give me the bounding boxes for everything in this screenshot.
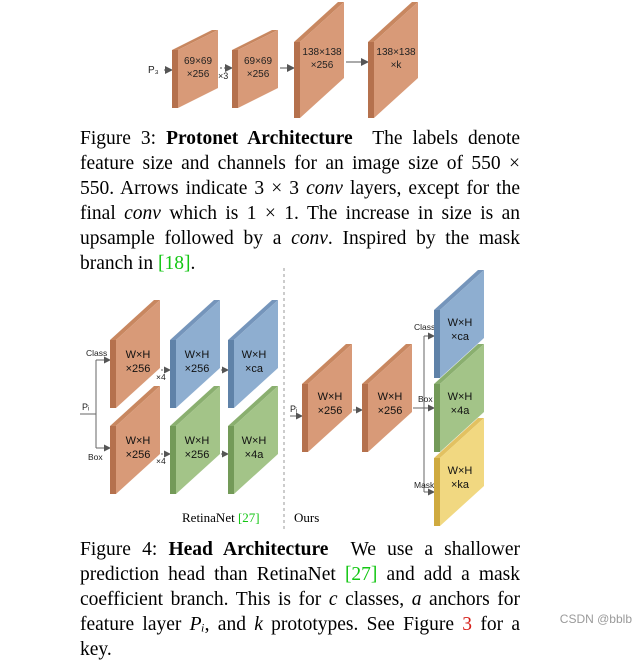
ours-box-output: W×H ×4a (434, 344, 484, 452)
ours-mask-output-channels: ×ka (451, 479, 470, 491)
retinanet-box-block-2: W×H ×256 (170, 386, 220, 494)
ours-class-output: W×H ×ca (434, 270, 484, 378)
retinanet-box-block-2-channels: ×256 (185, 449, 210, 461)
retinanet-class-block-1: W×H ×256 (110, 300, 160, 408)
figure-3-number: Figure 3: (80, 128, 157, 149)
retinanet-class-output-channels: ×ca (245, 363, 264, 375)
protonet-block-2-channels: ×256 (247, 69, 270, 80)
ours-class-label: Class (414, 322, 435, 332)
figure-4-var-c: c (328, 589, 338, 610)
figure-4-var-k: k (254, 614, 263, 635)
watermark: CSDN @bblb (559, 612, 632, 626)
figure-4-var-pi: Pᵢ (189, 614, 205, 635)
protonet-block-4-channels: ×k (391, 60, 403, 71)
ours-mask-output-size: W×H (448, 465, 473, 477)
figure-4-text-2: and add a mask coefficient branch. This … (80, 564, 520, 610)
figure-4-text-5: , and (204, 614, 255, 635)
ours-mask-output: W×H ×ka (434, 418, 484, 526)
protonet-block-4-size: 138×138 (376, 47, 416, 58)
retinanet-class-label: Class (86, 348, 107, 358)
figure-4-text-4: anchors for feature layer (80, 589, 520, 635)
figure-4-title: Head Architecture (168, 539, 329, 560)
protonet-repeat-label: ×3 (218, 71, 228, 81)
head-architecture-diagram: Pᵢ Class Box W×H ×256 ×4 W×H ×256 (80, 268, 484, 530)
protonet-block-1: 69×69 ×256 (172, 30, 218, 108)
protonet-block-3-size: 138×138 (302, 47, 342, 58)
retinanet-repeat-bottom: ×4 (156, 456, 166, 466)
protonet-block-2: 69×69 ×256 (232, 30, 278, 108)
retinanet-box-output-channels: ×4a (245, 449, 265, 461)
retinanet-class-block-1-size: W×H (126, 349, 151, 361)
retinanet-repeat-top: ×4 (156, 372, 166, 382)
retinanet-class-block-2-size: W×H (185, 349, 210, 361)
ours-class-output-size: W×H (448, 317, 473, 329)
figure-4-number: Figure 4: (80, 539, 158, 560)
retinanet-class-block-2: W×H ×256 (170, 300, 220, 408)
figure-3-conv-1: conv (306, 178, 343, 199)
figure-3-citation-link[interactable]: [18] (157, 253, 191, 274)
ours-head: Pᵢ W×H ×256 W×H ×256 Class Box Mask (290, 270, 484, 526)
figure-4-caption: Figure 4: Head Architecture We use a sha… (80, 537, 520, 662)
ours-subcaption: Ours (294, 510, 319, 525)
retinanet-class-block-2-channels: ×256 (185, 363, 210, 375)
figure-3-text-5: . (190, 253, 196, 274)
retinanet-class-output: W×H ×ca (228, 300, 278, 408)
figure-3-text-1: The labels denote feature size and chann… (80, 128, 521, 199)
figure-4-text-6: prototypes. See Figure (262, 614, 463, 635)
retinanet-box-block-1-size: W×H (126, 435, 151, 447)
figure-4-xref-link[interactable]: 3 (462, 614, 473, 635)
protonet-block-3: 138×138 ×256 (294, 2, 344, 118)
protonet-block-1-channels: ×256 (187, 69, 210, 80)
ours-shared-block-1-size: W×H (318, 391, 343, 403)
figure-3-conv-3: conv (291, 228, 328, 249)
protonet-block-3-channels: ×256 (311, 60, 334, 71)
ours-mask-label: Mask (414, 480, 435, 490)
retinanet-input-label: Pᵢ (82, 402, 89, 412)
ours-input-label: Pᵢ (290, 404, 297, 414)
figure-4-citation-link[interactable]: [27] (344, 564, 378, 585)
protonet-block-4: 138×138 ×k (368, 2, 418, 118)
protonet-block-2-size: 69×69 (244, 56, 273, 67)
figure-3-caption: Figure 3: Protonet Architecture The labe… (80, 126, 520, 276)
figure-3-text-3: which is 1 × 1. The increase in size is … (80, 203, 520, 249)
ours-box-label: Box (418, 394, 433, 404)
retinanet-class-block-1-channels: ×256 (126, 363, 151, 375)
figure-3-title: Protonet Architecture (166, 128, 353, 149)
retinanet-box-block-1-channels: ×256 (126, 449, 151, 461)
protonet-input-label: P₃ (148, 65, 159, 76)
protonet-diagram: P₃ 69×69 ×256 ×3 69×69 ×256 138×138 ×256… (148, 2, 418, 118)
figure-4-text-3: classes, (337, 589, 412, 610)
retinanet-box-label: Box (88, 452, 103, 462)
ours-shared-block-2-size: W×H (378, 391, 403, 403)
figure-4-var-a: a (411, 589, 422, 610)
ours-shared-block-1-channels: ×256 (318, 405, 343, 417)
figure-3-text-2: layers, except for the final (80, 178, 520, 224)
protonet-block-1-size: 69×69 (184, 56, 213, 67)
ours-box-output-channels: ×4a (451, 405, 471, 417)
ours-shared-block-2: W×H ×256 (362, 344, 412, 452)
retinanet-box-block-2-size: W×H (185, 435, 210, 447)
retinanet-subcaption: RetinaNet [27] (182, 510, 260, 525)
retinanet-box-output-size: W×H (242, 435, 267, 447)
ours-shared-block-1: W×H ×256 (302, 344, 352, 452)
figure-4-text-1: We use a shallower prediction head than … (80, 539, 520, 585)
retinanet-head: Pᵢ Class Box W×H ×256 ×4 W×H ×256 (80, 300, 278, 494)
figure-3-conv-2: conv (124, 203, 161, 224)
retinanet-box-block-1: W×H ×256 (110, 386, 160, 494)
ours-shared-block-2-channels: ×256 (378, 405, 403, 417)
figure-3-text-4: . Inspired by the mask branch in (80, 228, 520, 274)
ours-box-output-size: W×H (448, 391, 473, 403)
ours-class-output-channels: ×ca (451, 331, 470, 343)
retinanet-box-output: W×H ×4a (228, 386, 278, 494)
retinanet-class-output-size: W×H (242, 349, 267, 361)
